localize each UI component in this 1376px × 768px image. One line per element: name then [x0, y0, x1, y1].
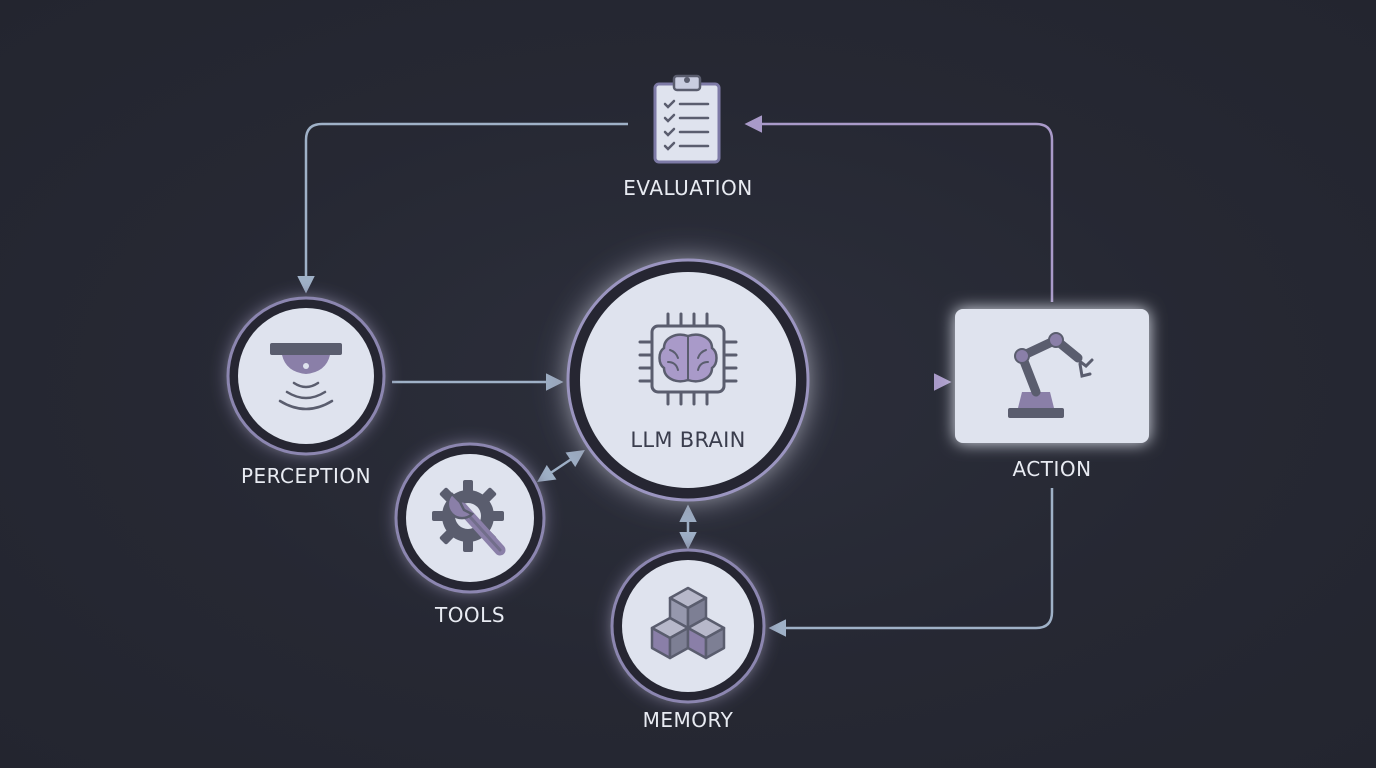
perception-node[interactable] [226, 296, 386, 456]
connector-action-to-memory [768, 488, 1054, 637]
evaluation-label: EVALUATION [623, 176, 753, 200]
action-node[interactable] [955, 309, 1149, 443]
evaluation-node[interactable] [653, 74, 721, 164]
stacked-cubes-icon [650, 586, 726, 660]
robot-arm-icon [1008, 332, 1094, 418]
tools-label: TOOLS [434, 603, 506, 627]
memory-label: MEMORY [642, 708, 734, 732]
brain-chip-icon [638, 312, 738, 406]
gear-wrench-icon [432, 480, 506, 556]
perception-label: PERCEPTION [240, 464, 372, 488]
clipboard-checklist-icon [653, 74, 721, 164]
brain-label: LLM BRAIN [630, 428, 746, 452]
connector-brain-tools-bidirectional [537, 450, 585, 482]
connector-action-to-evaluation [744, 115, 1054, 302]
sensor-waves-icon [270, 343, 342, 411]
connector-evaluation-to-perception [297, 122, 628, 294]
action-label: ACTION [1012, 457, 1092, 481]
